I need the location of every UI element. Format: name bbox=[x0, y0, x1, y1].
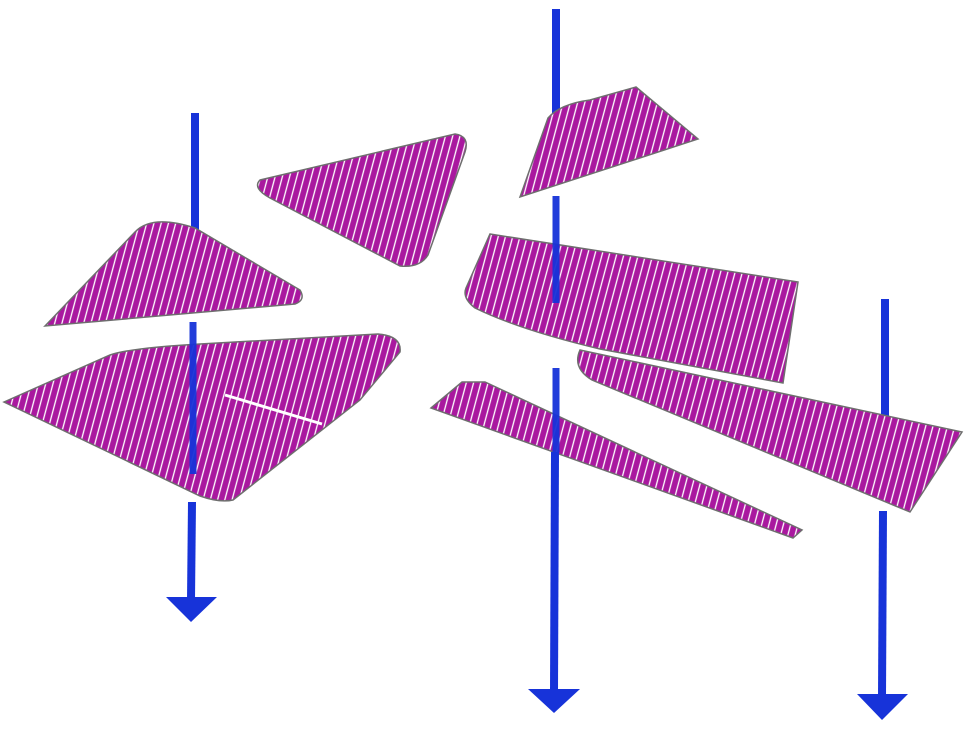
arrow-right-head bbox=[857, 694, 908, 720]
arrow-middle-head bbox=[528, 689, 580, 713]
fragments bbox=[4, 87, 962, 538]
arrow-right-lower-shaft bbox=[882, 511, 883, 697]
fragment-lower-left-large bbox=[4, 334, 400, 501]
arrow-middle-lower-shaft bbox=[554, 452, 555, 692]
fragment-upper-center bbox=[258, 134, 467, 266]
arrow-left-head bbox=[166, 597, 217, 622]
fragment-upper-left-triangle bbox=[45, 222, 302, 326]
arrow-left-lower-shaft bbox=[191, 502, 192, 600]
arrow-heads bbox=[166, 452, 908, 720]
fragment-top-right-small bbox=[520, 87, 698, 197]
